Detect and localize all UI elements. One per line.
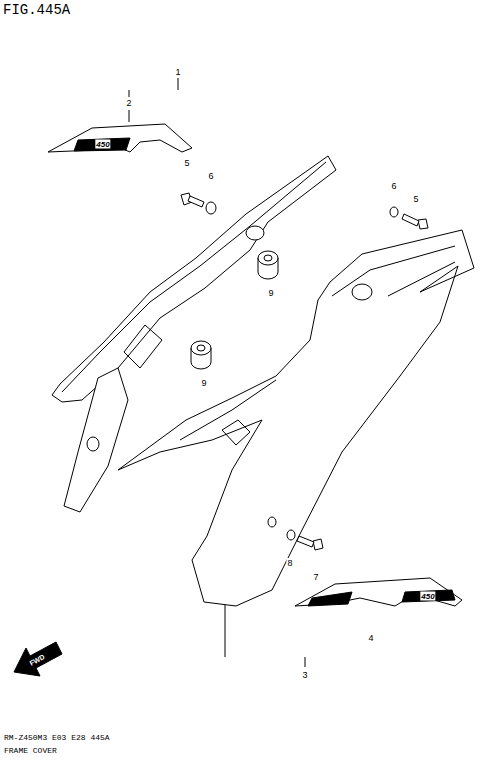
decal-graphic bbox=[308, 592, 352, 606]
callout-number: 6 bbox=[390, 181, 397, 191]
mount-boss bbox=[87, 437, 99, 451]
drawing-stroke bbox=[14, 78, 474, 676]
drawing-stroke bbox=[197, 345, 205, 351]
drawing-stroke bbox=[297, 536, 314, 547]
figure-code: RM-Z450M3 E03 E28 445A bbox=[4, 733, 110, 742]
drawing-stroke bbox=[191, 341, 211, 355]
callout-number: 3 bbox=[301, 670, 308, 680]
cover-edge bbox=[180, 380, 276, 440]
cover-recess bbox=[124, 325, 162, 368]
leader-line bbox=[305, 657, 306, 667]
cover-edge bbox=[388, 262, 455, 296]
callout-number: 5 bbox=[412, 194, 419, 204]
decal bbox=[295, 578, 462, 606]
spacer bbox=[258, 251, 278, 279]
washer bbox=[206, 202, 216, 214]
callout-number: 5 bbox=[183, 158, 190, 168]
cover-edge bbox=[332, 246, 455, 296]
bolt bbox=[297, 536, 323, 550]
decal-graphic bbox=[74, 138, 130, 151]
mount-hole bbox=[268, 517, 276, 527]
spacer bbox=[191, 341, 211, 369]
callout-number: 1 bbox=[174, 67, 181, 77]
washer bbox=[287, 530, 295, 540]
cover-edge bbox=[62, 162, 326, 392]
decal-text: 450 bbox=[420, 592, 435, 601]
callout-number: 9 bbox=[267, 288, 274, 298]
washer bbox=[390, 207, 398, 217]
callout-number: 9 bbox=[200, 378, 207, 388]
drawing-stroke bbox=[264, 255, 272, 261]
left-frame-cover-tail bbox=[64, 368, 128, 512]
figure-caption: FRAME COVER bbox=[4, 746, 57, 755]
decal-graphic bbox=[402, 590, 455, 602]
bolt bbox=[181, 193, 204, 207]
mount-boss bbox=[246, 226, 264, 240]
leader-line bbox=[178, 78, 179, 90]
drawing-stroke bbox=[188, 196, 204, 207]
figure-title: FIG.445A bbox=[3, 2, 70, 18]
leader-line bbox=[129, 90, 130, 97]
bolt bbox=[402, 214, 428, 229]
mount-boss bbox=[352, 284, 372, 300]
callout-number: 6 bbox=[207, 171, 214, 181]
leader-line bbox=[129, 110, 130, 122]
callout-number: 8 bbox=[286, 558, 293, 568]
drawing-stroke bbox=[418, 219, 428, 229]
callout-number: 4 bbox=[367, 633, 374, 643]
drawing-stroke bbox=[402, 214, 419, 226]
callout-number: 7 bbox=[312, 572, 319, 582]
drawing-stroke bbox=[258, 251, 278, 265]
cover-recess bbox=[222, 420, 250, 445]
callout-number: 2 bbox=[125, 98, 132, 108]
decal bbox=[48, 124, 192, 152]
drawing-stroke bbox=[313, 539, 323, 550]
decal-text: 450 bbox=[95, 140, 110, 149]
fwd-arrow bbox=[14, 642, 62, 676]
right-frame-cover bbox=[118, 230, 474, 606]
